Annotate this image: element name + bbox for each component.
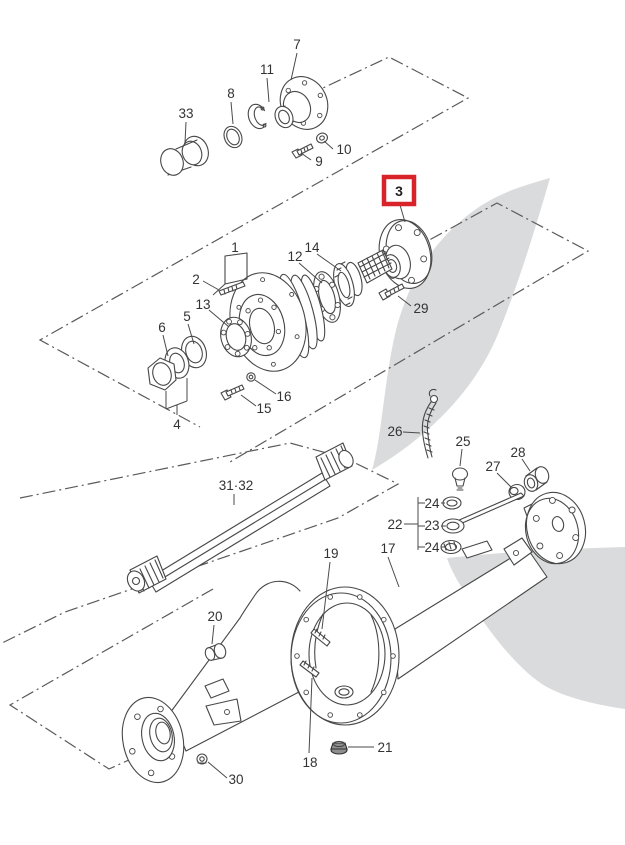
part-33-bushing	[160, 135, 209, 176]
label-7: 7	[293, 37, 301, 52]
label-4: 4	[173, 417, 181, 432]
label-33: 33	[178, 106, 193, 121]
label-26: 26	[387, 424, 402, 439]
label-12: 12	[287, 249, 302, 264]
label-27: 27	[485, 459, 500, 474]
part-29-bolt	[378, 283, 405, 301]
label-5: 5	[183, 309, 191, 324]
part-20-plug	[204, 643, 227, 661]
label-24-bottom: 24	[424, 540, 440, 555]
label-31-32: 31·32	[219, 478, 254, 493]
label-21: 21	[377, 740, 392, 755]
part-31-32-axle-shaft	[126, 442, 354, 594]
part-9-bolt	[291, 143, 314, 159]
part-22-shim-kit-bracket	[404, 497, 425, 550]
label-17: 17	[380, 541, 395, 556]
label-8: 8	[227, 86, 235, 101]
label-10: 10	[336, 142, 351, 157]
part-8-seal-ring	[223, 125, 243, 149]
highlight-box	[381, 174, 417, 207]
label-19: 19	[323, 546, 338, 561]
leader-lines	[162, 52, 531, 779]
parts-5-6-seal-group	[147, 335, 207, 391]
part-15-bolt	[220, 384, 245, 401]
part-11-snap-ring	[247, 103, 267, 130]
housing-brake-ring	[290, 586, 400, 726]
part-30-nut	[196, 753, 208, 765]
label-23: 23	[424, 518, 439, 533]
label-30: 30	[228, 772, 243, 787]
label-25: 25	[455, 434, 470, 449]
part-24-washer-bottom	[440, 539, 493, 559]
part-25-breather-valve	[451, 467, 469, 491]
label-1: 1	[231, 240, 239, 255]
label-28: 28	[510, 445, 525, 460]
part-26-breather-hose	[421, 388, 439, 459]
label-22: 22	[387, 517, 402, 532]
part-4-bracket	[165, 378, 188, 415]
part-7-companion-flange	[274, 76, 329, 130]
part-17-axle-housing	[121, 491, 587, 784]
part-23-washer-with-pin	[441, 492, 525, 534]
label-11: 11	[260, 62, 274, 77]
part-2-stud	[218, 281, 246, 296]
label-2: 2	[192, 272, 200, 287]
label-24-top: 24	[424, 496, 440, 511]
part-19-stud	[310, 628, 331, 647]
part-24-washer-top	[442, 496, 462, 510]
part-10-washer	[316, 132, 328, 144]
part-21-nut	[330, 740, 348, 755]
hub-shaft-spline	[357, 249, 393, 284]
label-18: 18	[302, 755, 317, 770]
label-15: 15	[256, 401, 271, 416]
part-number-labels: 7 11 8 33 10 9 1 2 12 14 13 29 6 5 4 15 …	[158, 37, 525, 787]
label-29: 29	[413, 301, 428, 316]
label-6: 6	[158, 320, 166, 335]
part-18-stud	[299, 660, 320, 678]
highlight-callout-3: 3	[381, 174, 417, 207]
label-13: 13	[195, 297, 210, 312]
label-14: 14	[304, 240, 320, 255]
part-28-bushing	[523, 466, 550, 492]
part-13-bearing	[220, 316, 252, 358]
label-3-highlighted: 3	[395, 183, 403, 199]
part-3-axle-shaft-flange	[378, 219, 433, 289]
label-16: 16	[276, 389, 291, 404]
watermark-swoosh-upper	[372, 178, 550, 470]
part-16-nut	[246, 372, 256, 382]
label-20: 20	[207, 609, 222, 624]
label-9: 9	[315, 154, 323, 169]
